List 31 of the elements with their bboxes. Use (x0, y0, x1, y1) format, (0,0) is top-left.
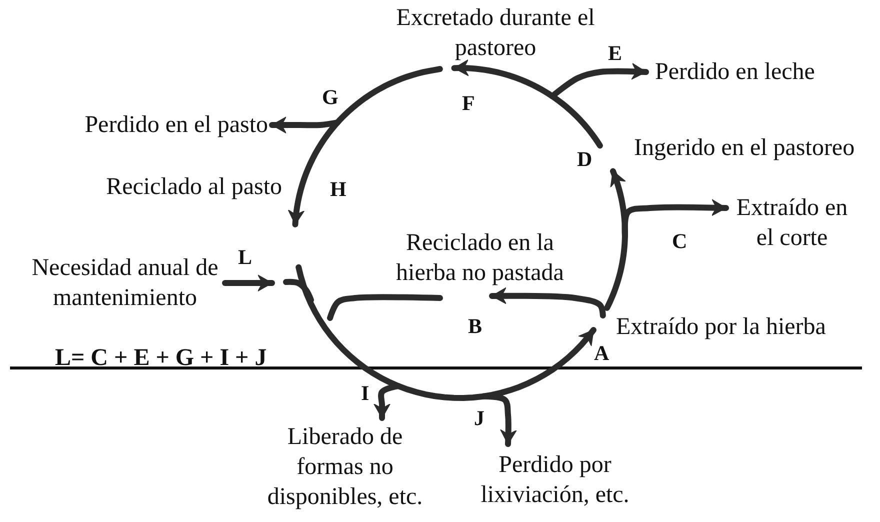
flow-letter: A (594, 342, 610, 364)
flow-letter: H (330, 178, 346, 200)
flow-letter: C (672, 230, 688, 252)
flow-letter: F (462, 92, 475, 114)
flow-label: Ingerido en el pastoreo (634, 134, 855, 163)
flow-letter: G (322, 86, 338, 108)
flow-arrow (480, 393, 518, 447)
flow-label: Reciclado en la hierba no pastada (395, 229, 565, 288)
flow-label: Liberado de formas no disponibles, etc. (266, 423, 424, 512)
flow-arrow (296, 264, 596, 401)
flow-arrow (222, 274, 275, 292)
flow-label: Necesidad anual de mantenimiento (30, 254, 220, 313)
flow-letter: I (361, 382, 370, 404)
flow-letter: L (238, 246, 252, 268)
flow-arrow (489, 286, 606, 318)
flow-letter: J (474, 407, 484, 429)
flow-letter: D (577, 148, 592, 170)
flow-label: Extraído por la hierba (616, 313, 826, 342)
flow-arrow (373, 382, 402, 421)
flow-letter: B (468, 315, 482, 337)
flow-label: Reciclado al pasto (106, 173, 282, 202)
flow-label: Excretado durante el pastoreo (395, 4, 596, 63)
flow-label: Perdido en leche (655, 58, 815, 87)
balance-equation: L= C + E + G + I + J (55, 345, 267, 371)
flow-letter: E (608, 42, 622, 64)
flow-arrow (451, 58, 603, 149)
flow-arrow (604, 168, 628, 311)
flow-arrow (287, 66, 443, 228)
flow-label: Extraído en el corte (736, 194, 848, 253)
flow-label: Perdido por lixiviación, etc. (480, 451, 630, 510)
flow-label: Perdido en el pasto (84, 111, 268, 140)
